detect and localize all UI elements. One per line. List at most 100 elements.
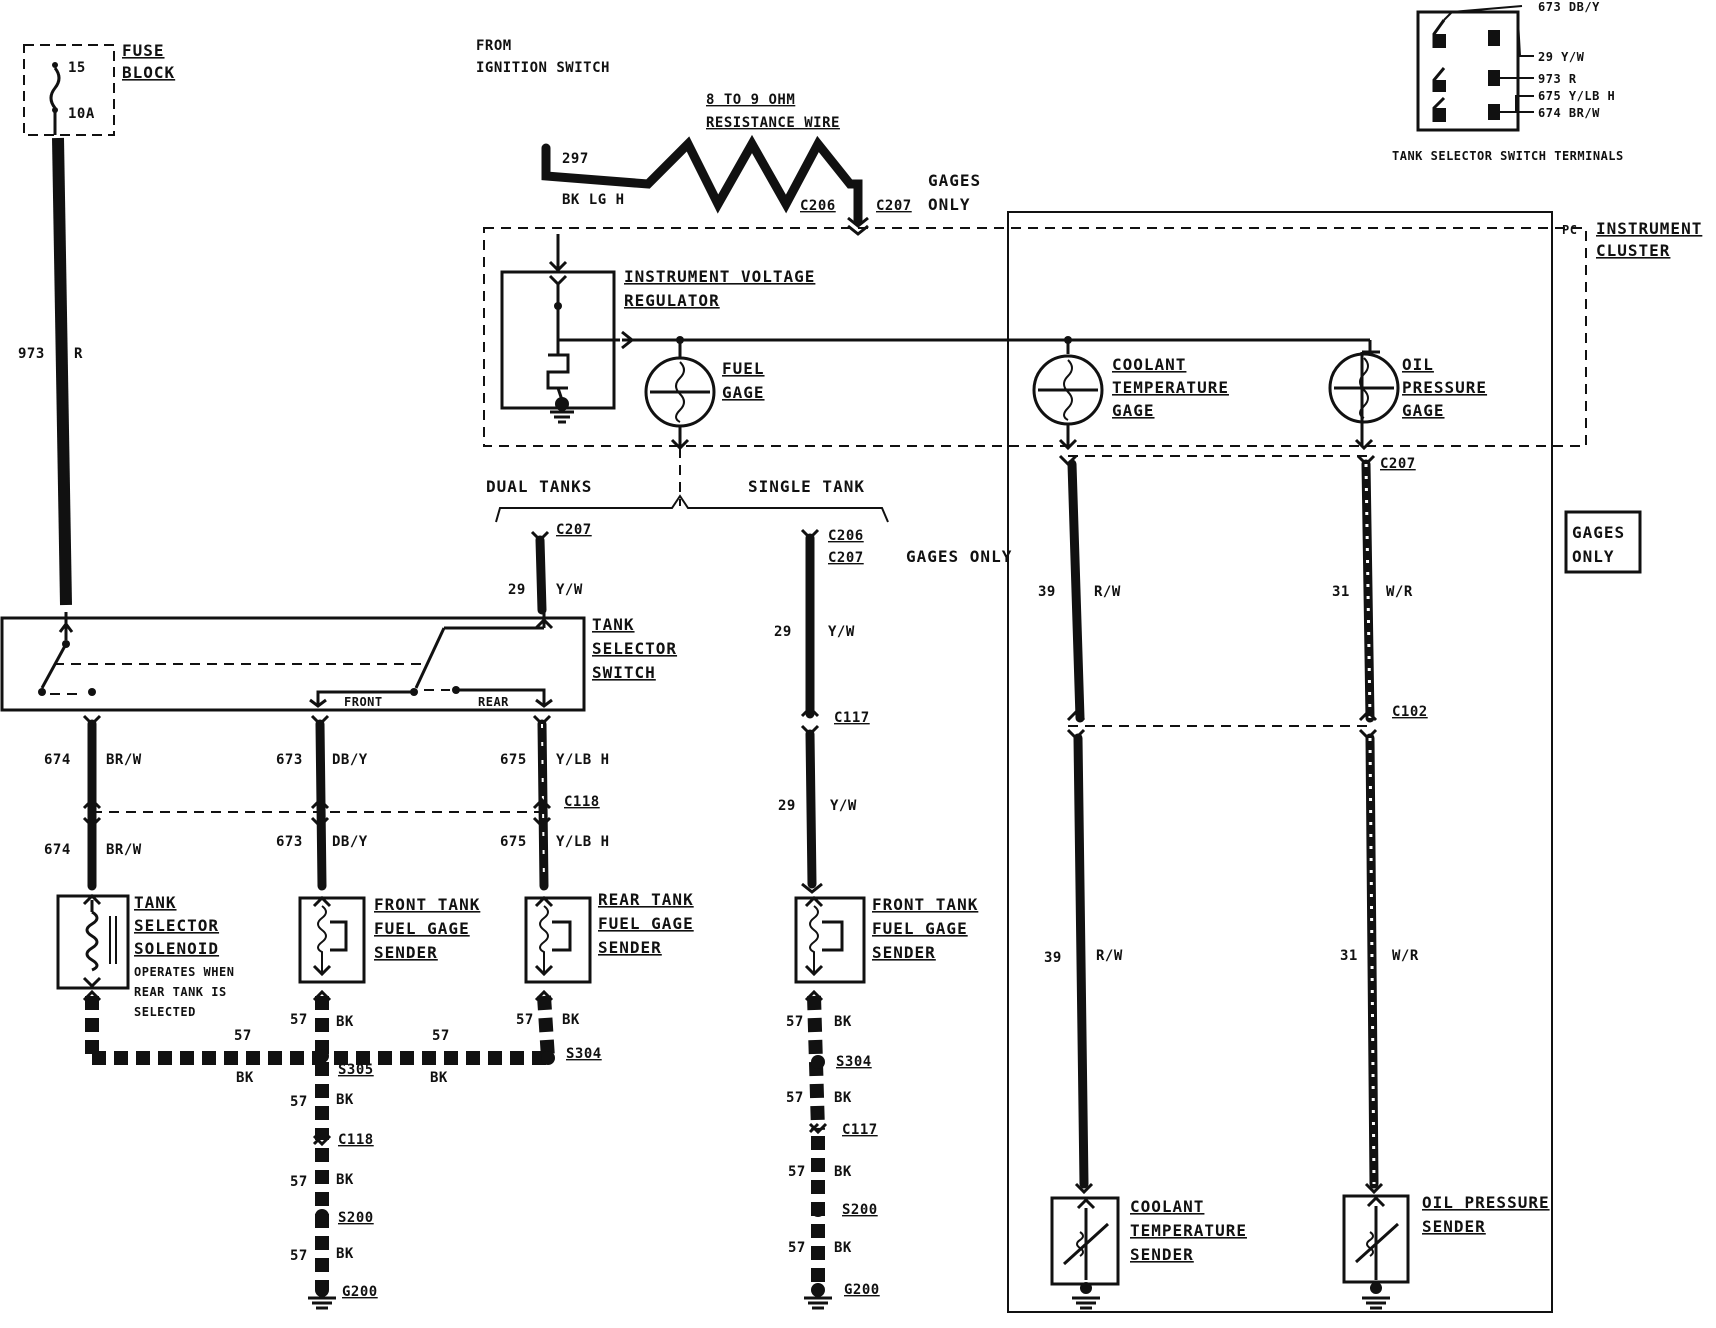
s200-dual: S200 (338, 1210, 374, 1226)
w39-num-b: 39 (1044, 950, 1062, 966)
w57-c-color: BK (236, 1070, 254, 1086)
gages-only-box (1564, 510, 1642, 574)
fuse-label-2: BLOCK (122, 63, 175, 82)
ws57-d-color: BK (834, 1240, 852, 1256)
oil-wire-31 (1356, 454, 1384, 1195)
single-gages-only: GAGES ONLY (906, 547, 1012, 566)
w57-d-num: 57 (432, 1028, 450, 1044)
switch-front: FRONT (344, 695, 383, 709)
coolant-temperature-sender (1050, 1196, 1120, 1310)
solenoid-line3: SOLENOID (134, 939, 219, 958)
s305-label: S305 (338, 1062, 374, 1078)
w673-color-a: DB/Y (332, 752, 368, 768)
w29-single-num-a: 29 (774, 624, 792, 640)
single-sender-line3: SENDER (872, 943, 936, 962)
cluster-line1: INSTRUMENT (1596, 219, 1702, 238)
gages-only-box-1: GAGES (1572, 523, 1625, 542)
w39-color-b: R/W (1096, 948, 1123, 964)
c102-label: C102 (1392, 704, 1428, 720)
terminals-title: TANK SELECTOR SWITCH TERMINALS (1392, 149, 1624, 163)
w29-single-color-a: Y/W (828, 624, 855, 640)
w57-c-num: 57 (234, 1028, 252, 1044)
resistance-wire (541, 134, 863, 225)
cluster-line2: CLUSTER (1596, 241, 1670, 260)
ws57-a-color: BK (834, 1014, 852, 1030)
w673-color-b: DB/Y (332, 834, 368, 850)
resistance-color: BK LG H (562, 192, 625, 208)
w673-num-a: 673 (276, 752, 303, 768)
solenoid-note1: OPERATES WHEN (134, 965, 234, 979)
tank-selector-switch: FRONT REAR (0, 612, 586, 712)
wire-973 (52, 137, 72, 606)
w675-color-b: Y/LB H (556, 834, 610, 850)
fuse-label-1: FUSE (122, 41, 165, 60)
solenoid-note2: REAR TANK IS (134, 985, 227, 999)
ws57-c-num: 57 (788, 1164, 806, 1180)
gages-only-top-2: ONLY (928, 195, 971, 214)
w57-a-num: 57 (290, 1012, 308, 1028)
w57-a-color: BK (336, 1014, 354, 1030)
c207-top: C207 (876, 198, 912, 214)
term-1: 673 DB/Y (1538, 0, 1600, 14)
regulator-line1: INSTRUMENT VOLTAGE (624, 267, 815, 286)
w57-f-num: 57 (290, 1174, 308, 1190)
term-4: 675 Y/LB H (1538, 89, 1615, 103)
c118-upper: C118 (564, 794, 600, 810)
switch-rear: REAR (478, 695, 509, 709)
w57-g-color: BK (336, 1246, 354, 1262)
instrument-cluster-outline: PC (483, 211, 1587, 1313)
coolant-gage-line1: COOLANT (1112, 355, 1186, 374)
w675-num-b: 675 (500, 834, 527, 850)
tank-selector-terminals-inset (1416, 5, 1534, 132)
c117-lower: C117 (842, 1122, 878, 1138)
c117-upper: C117 (834, 710, 870, 726)
w673-num-b: 673 (276, 834, 303, 850)
ws57-a-num: 57 (786, 1014, 804, 1030)
solenoid-line2: SELECTOR (134, 916, 219, 935)
solenoid-note3: SELECTED (134, 1005, 196, 1019)
ignition-line2: IGNITION SWITCH (476, 60, 610, 76)
w675-color-a: Y/LB H (556, 752, 610, 768)
c207-oil: C207 (1380, 456, 1416, 472)
ws57-d-num: 57 (788, 1240, 806, 1256)
ground-wires-single (804, 989, 832, 1310)
fuel-gage-line2: GAGE (722, 383, 765, 402)
w29-dual-num: 29 (508, 582, 526, 598)
ground-wires-dual (82, 989, 555, 1310)
fuse-rating: 10A (68, 106, 95, 122)
w57-b-num: 57 (516, 1012, 534, 1028)
w57-b-color: BK (562, 1012, 580, 1028)
fuse-number: 15 (68, 60, 86, 76)
coolant-sender-line2: TEMPERATURE (1130, 1221, 1247, 1240)
oil-pressure-gage (1328, 352, 1400, 451)
w39-color-a: R/W (1094, 584, 1121, 600)
switch-output-wires (82, 714, 552, 891)
resistance-circuit: 297 (562, 151, 589, 167)
w674-num-a: 674 (44, 752, 71, 768)
w675-num-a: 675 (500, 752, 527, 768)
single-sender-line2: FUEL GAGE (872, 919, 968, 938)
w29-single-num-b: 29 (778, 798, 796, 814)
c118-lower: C118 (338, 1132, 374, 1148)
rear-tank-fuel-gage-sender (524, 895, 592, 984)
w29-dual-color: Y/W (556, 582, 583, 598)
front-sender-line3: SENDER (374, 943, 438, 962)
coolant-gage-line3: GAGE (1112, 401, 1155, 420)
switch-line3: SWITCH (592, 663, 656, 682)
tank-selector-solenoid (56, 893, 130, 990)
w39-num-a: 39 (1038, 584, 1056, 600)
ignition-line1: FROM (476, 38, 512, 54)
single-tank-wire (800, 528, 823, 894)
single-tank-label: SINGLE TANK (748, 477, 865, 496)
w31-color-b: W/R (1392, 948, 1419, 964)
c206-top: C206 (800, 198, 836, 214)
w57-d-color: BK (430, 1070, 448, 1086)
ws57-b-color: BK (834, 1090, 852, 1106)
regulator-line2: REGULATOR (624, 291, 720, 310)
pc-label: PC (1562, 223, 1577, 237)
term-5: 674 BR/W (1538, 106, 1600, 120)
w31-num-b: 31 (1340, 948, 1358, 964)
gages-only-top-1: GAGES (928, 171, 981, 190)
fuse-block: 15 10A FUSE BLOCK (23, 41, 175, 136)
